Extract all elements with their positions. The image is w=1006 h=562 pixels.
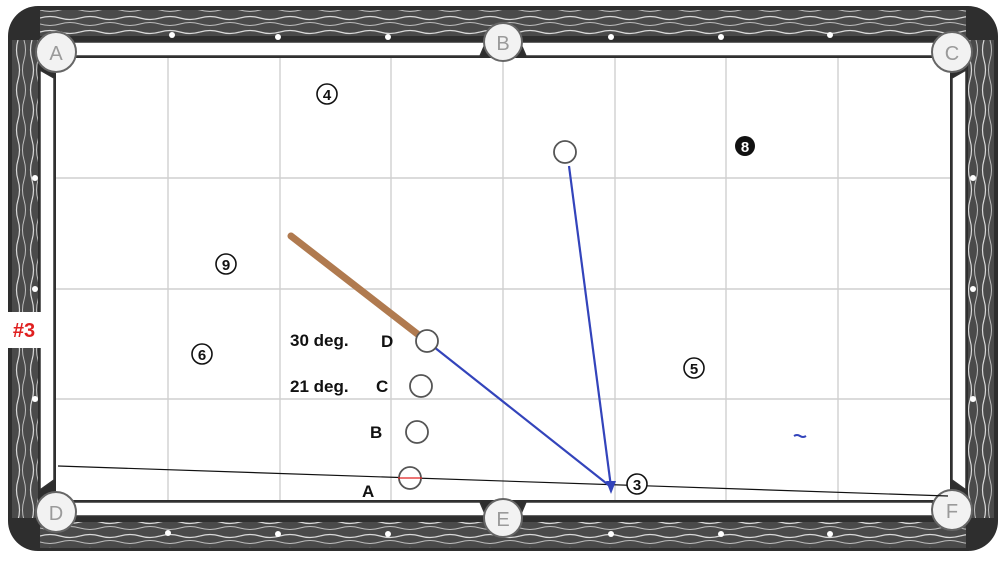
ball-number: 6 [198, 347, 206, 364]
ball-number: 8 [741, 139, 749, 156]
ball-8: 8 [735, 136, 755, 156]
pocket-label: E [496, 509, 509, 531]
tilde-mark [793, 434, 807, 438]
pocket-D: D [35, 491, 77, 533]
table-grid [56, 58, 950, 500]
pocket-A: A [35, 31, 77, 73]
pocket-label: A [49, 43, 63, 65]
angle-label-D: 30 deg. [290, 331, 349, 350]
pocket-B: B [483, 22, 523, 62]
rail-diamonds [32, 32, 976, 537]
left-rail [12, 40, 38, 518]
ball-number: 9 [222, 257, 230, 274]
ball-number: 3 [633, 477, 641, 494]
ball-3: 3 [626, 473, 648, 495]
position-label-B: B [370, 423, 382, 442]
ball-number: 4 [323, 87, 332, 104]
angle-label-C: 21 deg. [290, 377, 349, 396]
pockets: A B C D E F [35, 22, 973, 538]
pocket-label: D [49, 503, 63, 525]
cue-ball-position-C [409, 374, 433, 398]
position-label-C: C [376, 377, 388, 396]
ball-9: 9 [215, 253, 237, 275]
cue-ball-position-B [405, 420, 429, 444]
shot-line-to-ball [567, 165, 613, 488]
pocket-label: B [496, 33, 509, 55]
arrow-tip-icon [606, 481, 616, 494]
pocket-label: C [945, 43, 959, 65]
object-ball [553, 140, 577, 164]
pocket-F: F [931, 489, 973, 531]
cue-ball-positions [398, 329, 439, 490]
pocket-C: C [931, 31, 973, 73]
position-label-D: D [381, 332, 393, 351]
pocket-E: E [483, 498, 523, 538]
cue-stick [287, 232, 424, 340]
ball-4: 4 [316, 83, 338, 105]
ball-number: 5 [690, 361, 698, 378]
ball-6: 6 [191, 343, 213, 365]
cue-ball-position-D [415, 329, 439, 353]
shot-line-to-rail [433, 346, 612, 488]
position-label-A: A [362, 482, 374, 501]
numbered-balls: 4 8 9 6 5 3 [191, 83, 755, 495]
cushions [39, 41, 967, 517]
diagram-number-tag: #3 [4, 312, 44, 348]
right-rail [968, 40, 994, 518]
diagram-number: #3 [13, 320, 35, 342]
ball-5: 5 [683, 357, 705, 379]
pocket-label: F [946, 501, 958, 523]
reference-line [57, 465, 949, 497]
position-labels: 30 deg. D 21 deg. C B A [290, 331, 393, 501]
